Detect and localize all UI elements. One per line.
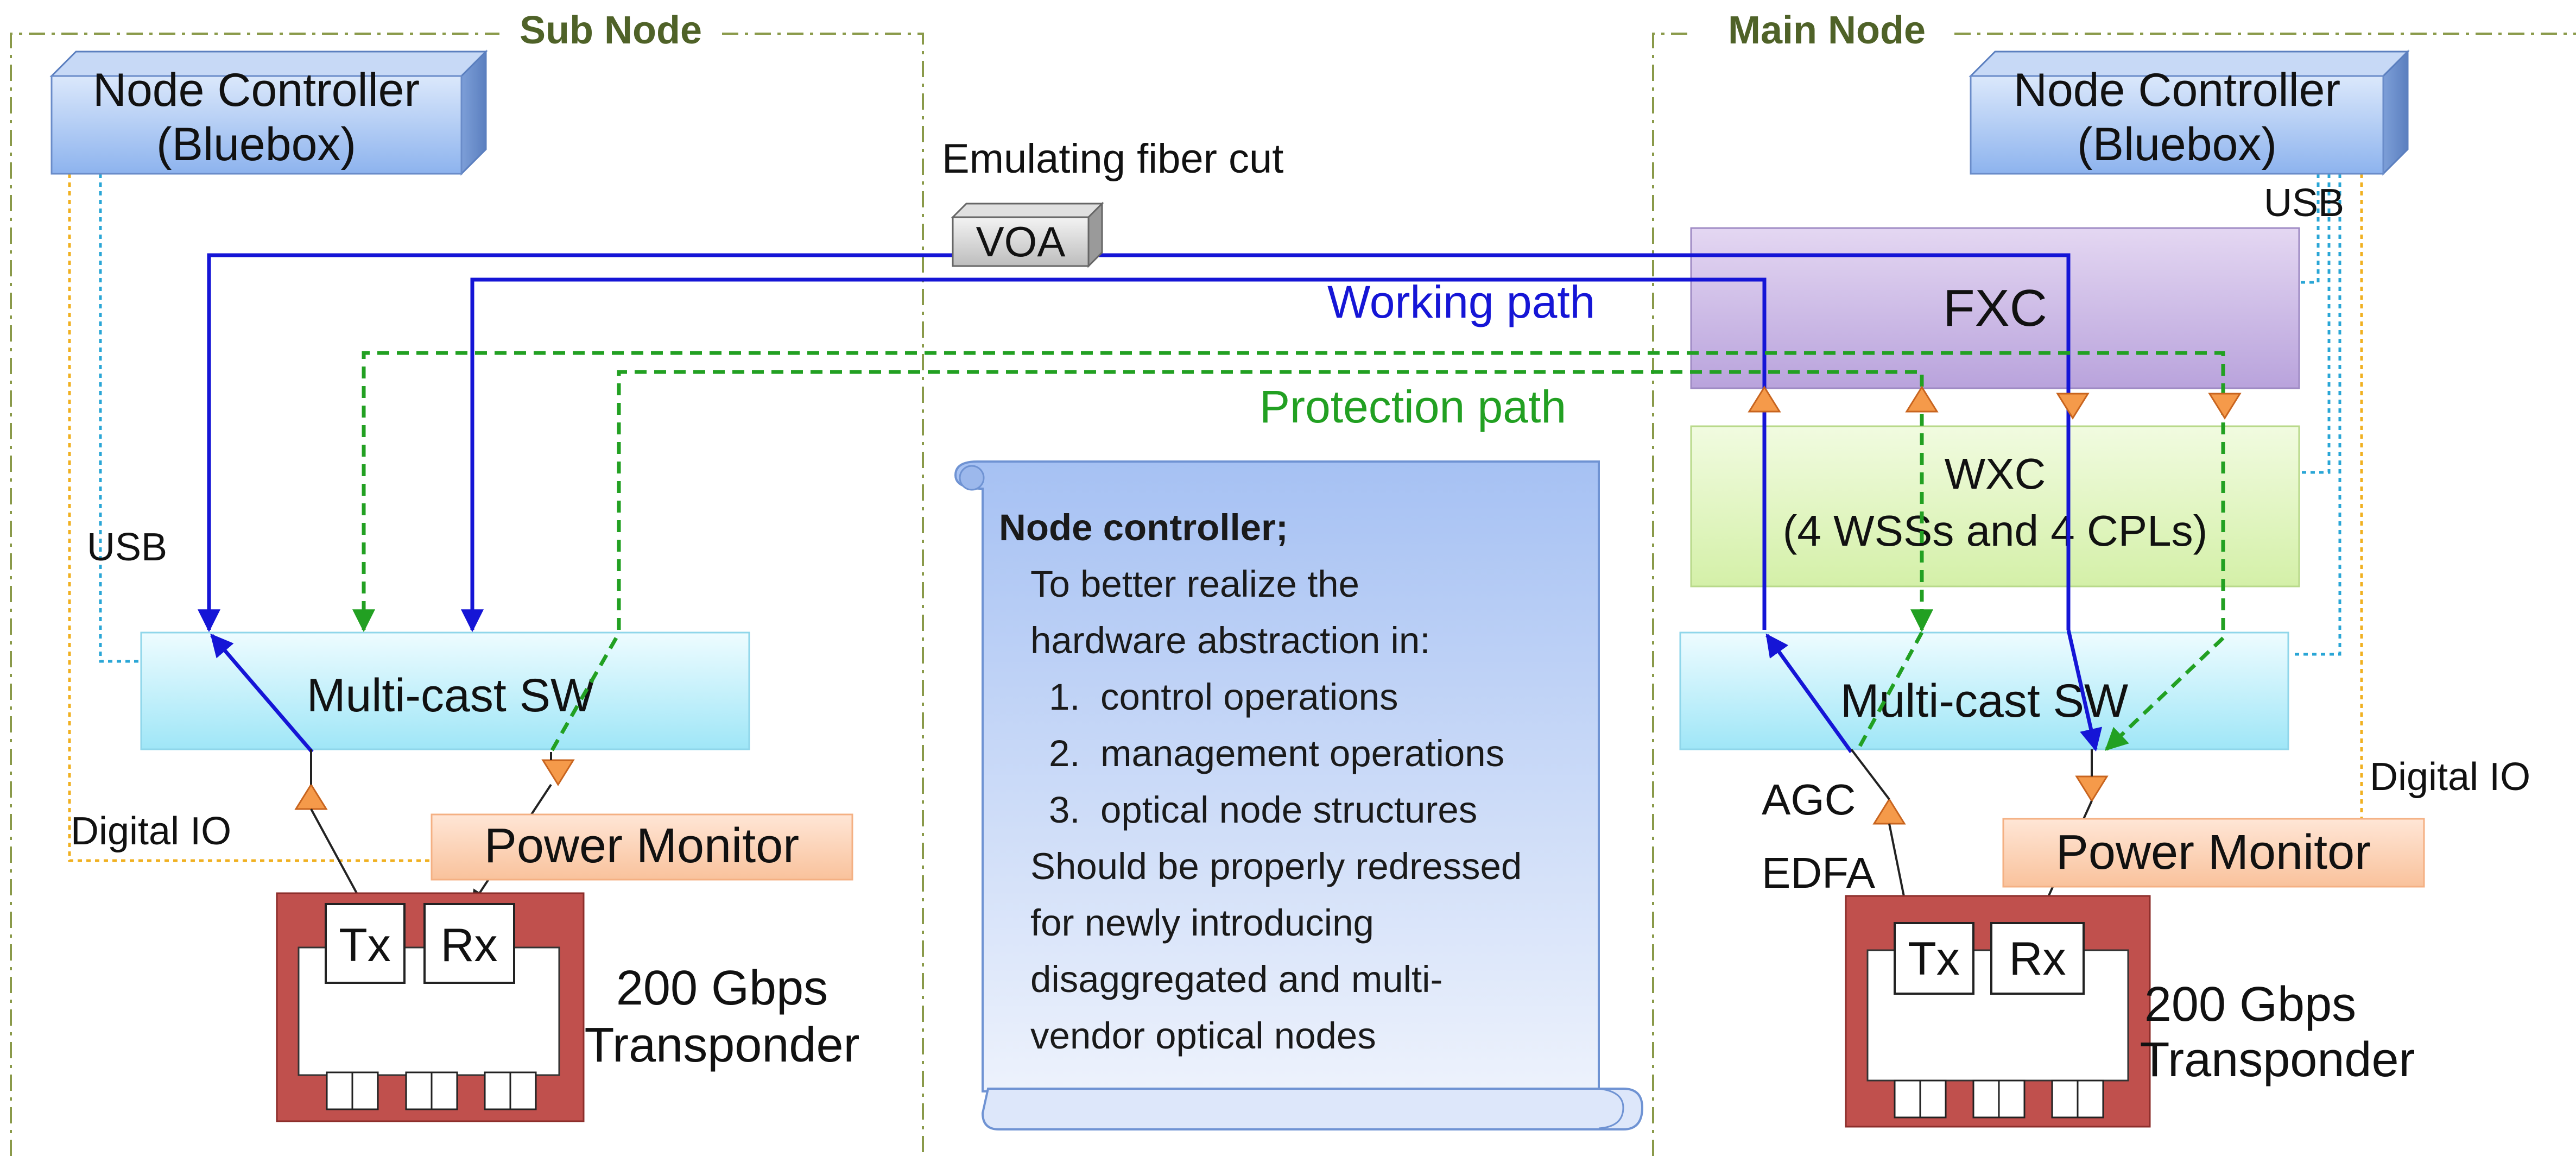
note-closing-line: Should be properly redressed — [1030, 845, 1522, 887]
note-closing-line: for newly introducing — [1030, 902, 1374, 944]
protection-path-outer — [352, 351, 2225, 633]
note-intro-line1: To better realize the — [1030, 563, 1360, 605]
main-controller-line1: Node Controller — [2014, 64, 2340, 116]
wxc-line2: (4 WSSs and 4 CPLs) — [1783, 507, 2208, 555]
sub-transponder: Tx Rx — [276, 892, 585, 1122]
note-item-3: 3. optical node structures — [999, 782, 1596, 838]
port-triangles — [294, 386, 2242, 825]
voa-attenuator: VOA — [951, 201, 1104, 268]
note-item-text: management operations — [1100, 732, 1505, 774]
sub-controller-line2: (Bluebox) — [156, 118, 356, 170]
main-transponder: Tx Rx — [1845, 895, 2151, 1128]
note-item-number: 3. — [1049, 789, 1080, 831]
protection-path — [352, 351, 2225, 753]
edfa-label: EDFA — [1762, 849, 1876, 897]
note-closing-line: disaggregated and multi- — [1030, 958, 1443, 1000]
sub-rx-triangle — [541, 759, 575, 786]
main-node-frame: Main Node — [1652, 9, 2576, 1156]
protection-path-label: Protection path — [1259, 381, 1566, 432]
sub-usb-label: USB — [87, 526, 167, 569]
sub-tx-port — [325, 903, 406, 984]
note-item-2: 2. management operations — [999, 725, 1596, 782]
fxc-port-down-1 — [2056, 393, 2090, 420]
main-transponder-line1: 200 Gbps — [2144, 977, 2356, 1032]
fxc-port-up-1 — [1748, 386, 1781, 413]
main-transponder-line2: Transponder — [2140, 1033, 2415, 1087]
main-usb-label: USB — [2264, 181, 2344, 225]
note-item-1: 1. control operations — [999, 669, 1596, 725]
main-rx-port — [1990, 922, 2085, 995]
sub-rx-label: Rx — [440, 919, 497, 971]
voa-label: VOA — [976, 218, 1066, 266]
working-path-label: Working path — [1327, 276, 1595, 327]
sub-rx-port — [423, 903, 515, 984]
wxc-block: WXC (4 WSSs and 4 CPLs) — [1690, 425, 2300, 588]
fxc-port-down-2 — [2208, 393, 2242, 420]
sub-multicast-switch: Multi-cast SW — [140, 631, 750, 750]
main-tx-label: Tx — [1908, 933, 1960, 985]
sub-power-monitor: Power Monitor — [431, 813, 853, 881]
main-digital-io-line — [2340, 174, 2363, 822]
note-item-number: 2. — [1049, 732, 1080, 774]
sub-node-frame: Sub Node — [10, 9, 924, 1156]
fxc-label: FXC — [1943, 279, 2047, 337]
fxc-block: FXC — [1690, 227, 2300, 389]
main-control-lines — [2294, 174, 2363, 822]
sub-transponder-line1: 200 Gbps — [616, 961, 828, 1015]
main-digital-io-label: Digital IO — [2370, 755, 2530, 799]
main-power-monitor-label: Power Monitor — [2056, 825, 2371, 880]
wxc-line1: WXC — [1945, 450, 2046, 498]
sub-transponder-modules — [326, 1071, 537, 1110]
main-multicast-switch: Multi-cast SW — [1679, 631, 2289, 750]
main-controller-line2: (Bluebox) — [2077, 118, 2277, 170]
main-transponder-modules — [1894, 1079, 2104, 1119]
main-agc-edfa-triangle — [1872, 798, 1906, 825]
agc-label: AGC — [1762, 775, 1856, 824]
main-rx-triangle — [2075, 775, 2109, 803]
note-title: Node controller; — [999, 507, 1288, 548]
sub-node-title: Sub Node — [520, 9, 702, 52]
sub-digital-io-line — [68, 174, 432, 862]
main-node-controller: Node Controller (Bluebox) — [1969, 49, 2410, 176]
fxc-port-up-2 — [1905, 386, 1939, 413]
working-path-outer — [209, 253, 2071, 630]
note-item-text: optical node structures — [1100, 789, 1478, 831]
main-rx-label: Rx — [2009, 933, 2066, 985]
main-usb-line-fxc — [2294, 174, 2320, 284]
main-tx-port — [1894, 922, 1974, 995]
main-usb-line-wxc — [2294, 174, 2331, 474]
sub-tx-amp-triangle — [294, 783, 328, 810]
note-scroll — [954, 460, 1644, 1130]
sub-digital-io-label: Digital IO — [71, 810, 231, 853]
note-item-number: 1. — [1049, 676, 1080, 718]
working-path-inner — [461, 277, 1767, 633]
note-item-text: control operations — [1100, 676, 1398, 718]
note-intro-line2: hardware abstraction in: — [1030, 620, 1431, 661]
main-power-monitor: Power Monitor — [2002, 818, 2425, 888]
sub-tx-label: Tx — [339, 919, 391, 971]
note-text: Node controller; To better realize the h… — [999, 500, 1596, 1064]
sub-multicast-label: Multi-cast SW — [307, 669, 594, 722]
sub-control-lines — [68, 174, 432, 862]
sub-controller-line1: Node Controller — [93, 64, 420, 116]
main-node-title: Main Node — [1728, 9, 1926, 52]
fiber-cut-label: Emulating fiber cut — [942, 136, 1283, 182]
sub-power-monitor-label: Power Monitor — [484, 819, 799, 873]
protection-path-inner — [617, 370, 1933, 633]
working-path — [209, 253, 2103, 754]
sub-transponder-line2: Transponder — [585, 1018, 860, 1072]
sub-usb-line — [99, 174, 141, 663]
main-usb-line-mcs — [2294, 174, 2341, 656]
note-closing-line: vendor optical nodes — [1030, 1015, 1376, 1057]
sub-node-controller: Node Controller (Bluebox) — [49, 49, 488, 176]
